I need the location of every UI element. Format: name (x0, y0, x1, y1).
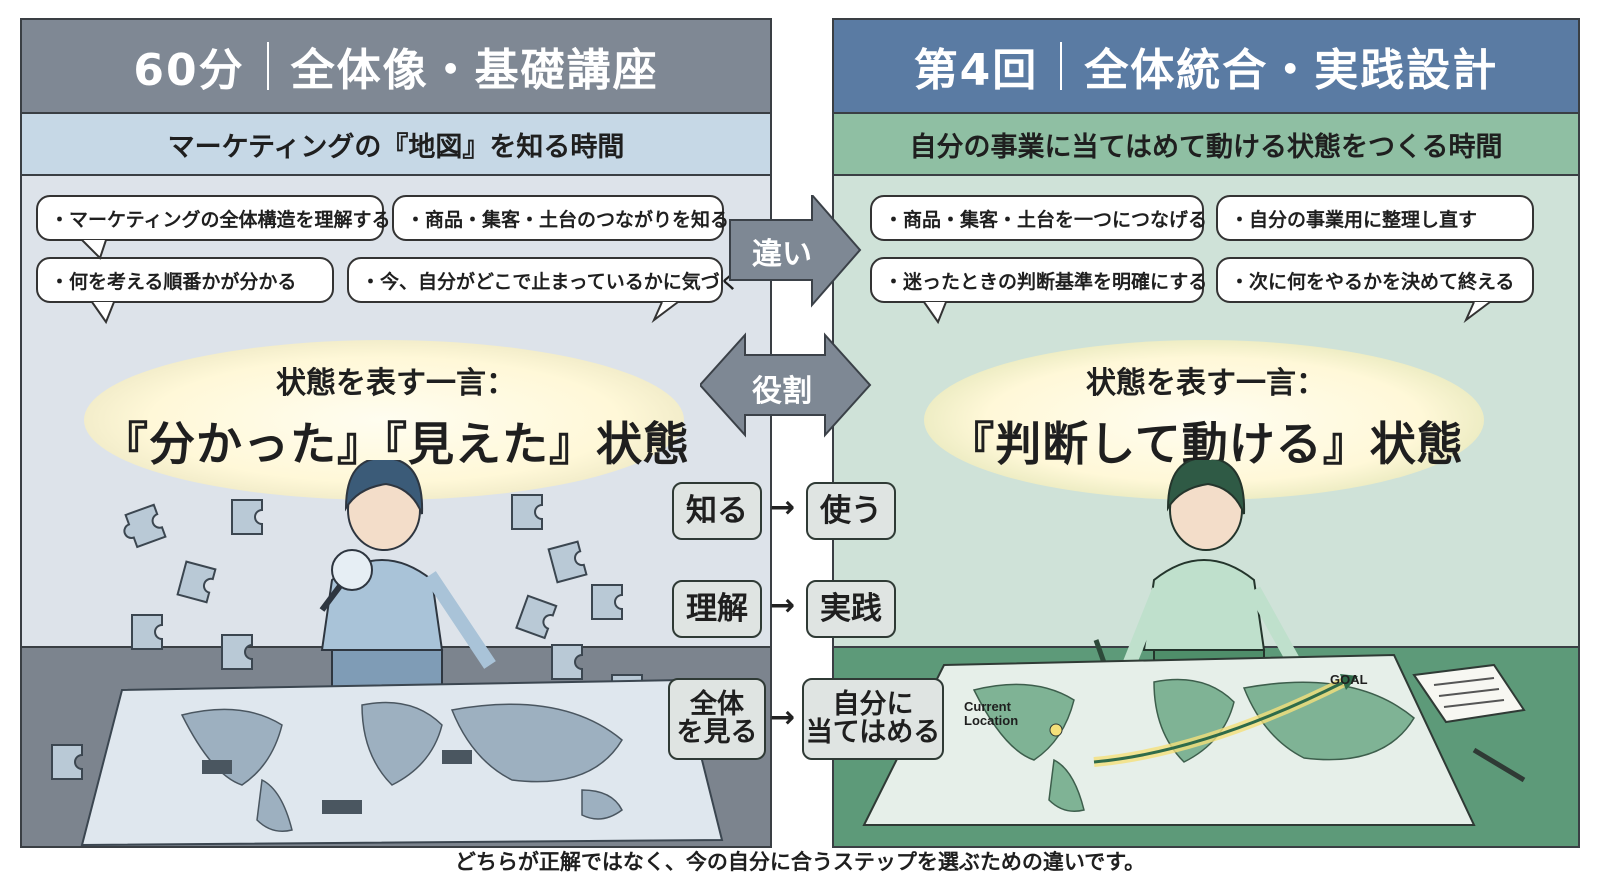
right-header: 第4回 全体統合・実践設計 (834, 20, 1578, 114)
difference-arrow-icon (729, 195, 862, 308)
left-state: 状態を表す一言： 『分かった』『見えた』状態 (22, 358, 770, 474)
notepad (1412, 663, 1526, 783)
left-header: 60分 全体像・基礎講座 (22, 20, 770, 114)
puzzle-pieces (51, 494, 643, 780)
right-header-session: 第4回 (913, 45, 1039, 96)
left-subtitle: マーケティングの『地図』を知る時間 (22, 114, 770, 176)
flow-from-1: 知る (672, 482, 762, 540)
right-state-label: 状態を表す一言： (1086, 366, 1326, 401)
left-header-duration: 60分 (133, 45, 245, 96)
flow-from-3: 全体 を見る (668, 678, 766, 760)
right-subtitle: 自分の事業に当てはめて動ける状態をつくる時間 (834, 114, 1578, 176)
left-illustration (51, 460, 724, 846)
flow-to-2: 実践 (806, 580, 896, 638)
right-bubble-4: ・次に何をやるかを決めて終える (1216, 257, 1534, 303)
footer-note: どちらが正解ではなく、今の自分に合うステップを選ぶための違いです。 (454, 850, 1146, 874)
right-header-title: 全体統合・実践設計 (1084, 45, 1499, 96)
left-header-title: 全体像・基礎講座 (290, 45, 659, 96)
center-arrows (700, 195, 872, 438)
left-state-label: 状態を表す一言： (276, 366, 516, 401)
right-bubble-3: ・迷ったときの判断基準を明確にする (870, 257, 1207, 303)
flow-arrow-2: → (770, 588, 796, 623)
woman-planner (1093, 460, 1311, 711)
left-bubble-1: ・マーケティングの全体構造を理解する (36, 195, 390, 241)
right-illustration (862, 460, 1526, 826)
left-bubble-4: ・今、自分がどこで止まっているかに気づく (347, 257, 739, 303)
left-bubble-3: ・何を考える順番かが分かる (36, 257, 334, 303)
header-divider (1060, 42, 1063, 90)
flow-arrow-3: → (770, 700, 796, 735)
right-panel: 第4回 全体統合・実践設計 自分の事業に当てはめて動ける状態をつくる時間 ・商品… (832, 18, 1580, 848)
difference-label: 違い (752, 237, 812, 272)
flow-to-3: 自分に 当てはめる (802, 678, 944, 760)
right-bubble-2: ・自分の事業用に整理し直す (1216, 195, 1534, 241)
role-label: 役割 (752, 374, 812, 409)
map-goal: GOAL (1330, 672, 1368, 687)
left-panel: 60分 全体像・基礎講座 マーケティングの『地図』を知る時間 ・マーケティングの… (20, 18, 772, 848)
right-state: 状態を表す一言： 『判断して動ける』状態 (834, 358, 1578, 474)
header-divider (266, 42, 269, 90)
flow-arrow-1: → (770, 490, 796, 525)
map-current-location: Current Location (964, 699, 1019, 729)
role-double-arrow-icon (700, 332, 872, 438)
flow-to-1: 使う (806, 482, 896, 540)
right-bubble-1: ・商品・集客・土台を一つにつなげる (870, 195, 1207, 241)
flow-from-2: 理解 (672, 580, 762, 638)
right-bubble-tails (923, 301, 1491, 325)
left-bubble-tails (81, 239, 679, 325)
woman-detective (319, 460, 496, 711)
left-bubble-2: ・商品・集客・土台のつながりを知る (392, 195, 729, 241)
